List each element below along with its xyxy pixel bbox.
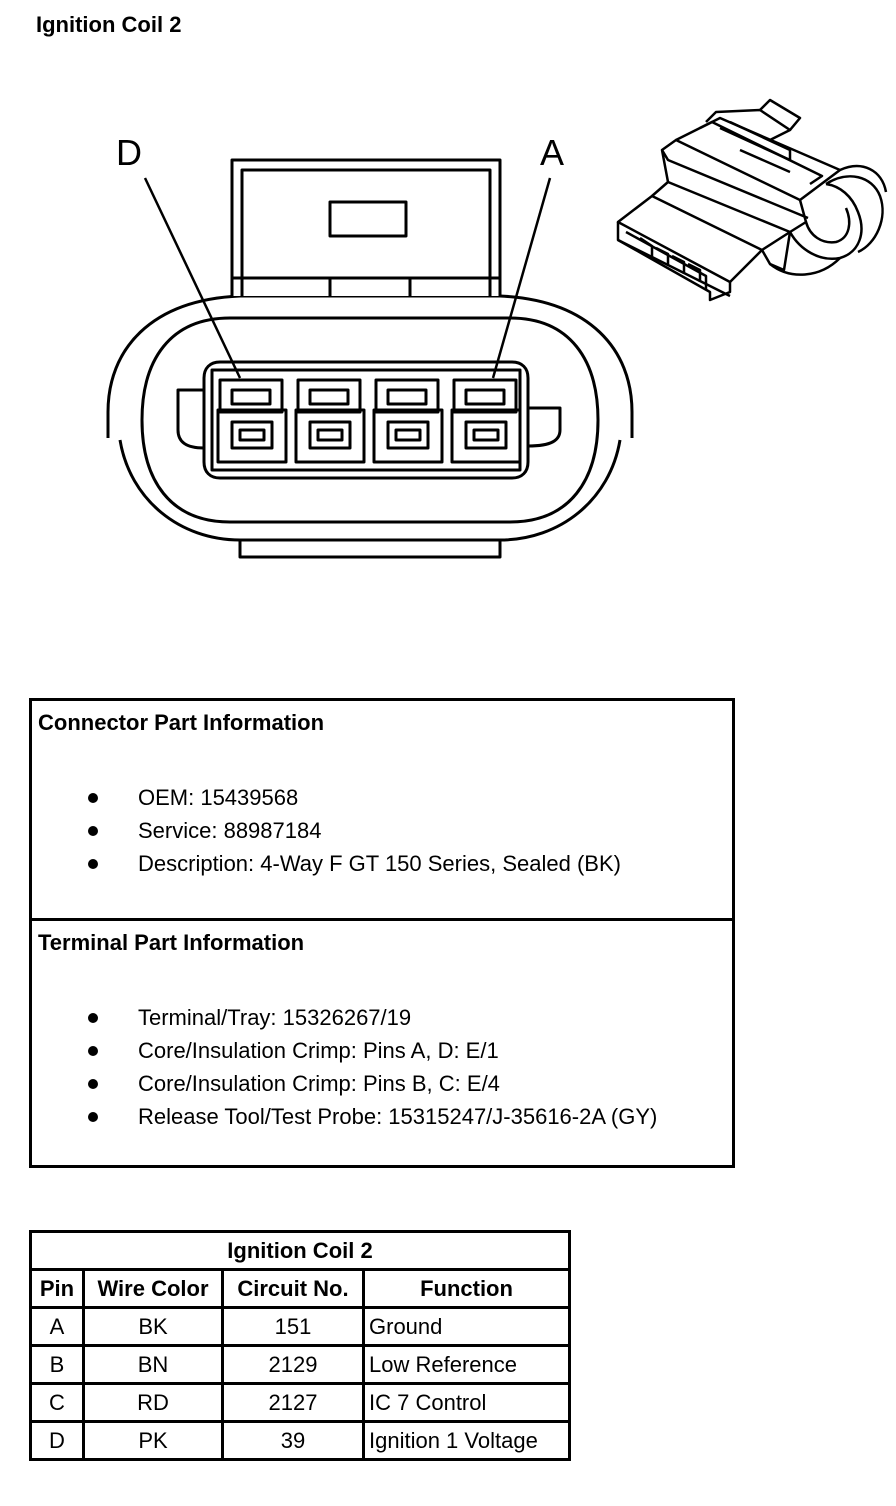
pin-cell: A	[29, 1306, 85, 1347]
leader-line-d	[143, 177, 242, 379]
table-title-row: Ignition Coil 2	[29, 1230, 571, 1271]
bullet-icon	[88, 826, 98, 836]
function-cell: IC 7 Control	[362, 1382, 571, 1423]
list-item: Terminal/Tray: 15326267/19	[84, 1001, 657, 1034]
connector-isometric-view	[616, 98, 888, 302]
connector-info-heading: Connector Part Information	[38, 710, 325, 735]
page-title: Ignition Coil 2	[36, 12, 182, 37]
function-cell: Ignition 1 Voltage	[362, 1420, 571, 1461]
column-header-pin: Pin	[29, 1268, 85, 1309]
circuit-no-cell: 39	[221, 1420, 365, 1461]
wire-color-cell: BK	[82, 1306, 224, 1347]
table-row: C RD 2127 IC 7 Control	[29, 1382, 571, 1423]
bullet-icon	[88, 1079, 98, 1089]
wire-color-cell: RD	[82, 1382, 224, 1423]
list-item-text: Description: 4-Way F GT 150 Series, Seal…	[138, 851, 621, 876]
bullet-icon	[88, 793, 98, 803]
list-item-text: Core/Insulation Crimp: Pins A, D: E/1	[138, 1038, 499, 1063]
pin-label-a: A	[540, 132, 564, 173]
column-header-circuit-no: Circuit No.	[221, 1268, 365, 1309]
connector-front-view	[106, 158, 634, 560]
column-header-function: Function	[362, 1268, 571, 1309]
bullet-icon	[88, 1013, 98, 1023]
bullet-icon	[88, 1046, 98, 1056]
wire-color-cell: PK	[82, 1420, 224, 1461]
terminal-b	[372, 378, 444, 464]
table-title: Ignition Coil 2	[29, 1230, 571, 1271]
terminal-a	[450, 378, 522, 464]
list-item-text: Terminal/Tray: 15326267/19	[138, 1005, 412, 1030]
list-item: Core/Insulation Crimp: Pins A, D: E/1	[84, 1034, 657, 1067]
terminal-d	[216, 378, 288, 464]
list-item-text: Core/Insulation Crimp: Pins B, C: E/4	[138, 1071, 500, 1096]
terminal-info-heading: Terminal Part Information	[38, 930, 305, 955]
bullet-icon	[88, 1112, 98, 1122]
wire-color-cell: BN	[82, 1344, 224, 1385]
list-item: Release Tool/Test Probe: 15315247/J-3561…	[84, 1100, 657, 1133]
part-info-box: Connector Part Information OEM: 15439568…	[29, 698, 735, 1168]
leader-line-a	[491, 177, 552, 379]
list-item-text: Release Tool/Test Probe: 15315247/J-3561…	[138, 1104, 658, 1129]
table-row: A BK 151 Ground	[29, 1306, 571, 1347]
function-cell: Low Reference	[362, 1344, 571, 1385]
connector-diagram: D A	[106, 98, 888, 560]
list-item: Service: 88987184	[84, 814, 621, 847]
pin-table: Ignition Coil 2 Pin Wire Color Circuit N…	[29, 1230, 571, 1461]
circuit-no-cell: 2129	[221, 1344, 365, 1385]
list-item-text: Service: 88987184	[138, 818, 322, 843]
column-header-wire-color: Wire Color	[82, 1268, 224, 1309]
circuit-no-cell: 151	[221, 1306, 365, 1347]
table-row: B BN 2129 Low Reference	[29, 1344, 571, 1385]
terminal-part-info: Terminal Part Information Terminal/Tray:…	[32, 921, 732, 1165]
pin-cell: D	[29, 1420, 85, 1461]
list-item: Core/Insulation Crimp: Pins B, C: E/4	[84, 1067, 657, 1100]
pin-cell: B	[29, 1344, 85, 1385]
circuit-no-cell: 2127	[221, 1382, 365, 1423]
list-item: Description: 4-Way F GT 150 Series, Seal…	[84, 847, 621, 880]
terminal-c	[294, 378, 366, 464]
pin-cell: C	[29, 1382, 85, 1423]
table-header-row: Pin Wire Color Circuit No. Function	[29, 1268, 571, 1309]
list-item: OEM: 15439568	[84, 781, 621, 814]
connector-part-info: Connector Part Information OEM: 15439568…	[32, 701, 732, 921]
function-cell: Ground	[362, 1306, 571, 1347]
bullet-icon	[88, 859, 98, 869]
terminal-info-list: Terminal/Tray: 15326267/19 Core/Insulati…	[84, 1001, 657, 1133]
pin-label-d: D	[116, 132, 142, 173]
list-item-text: OEM: 15439568	[138, 785, 299, 810]
table-row: D PK 39 Ignition 1 Voltage	[29, 1420, 571, 1461]
connector-info-list: OEM: 15439568 Service: 88987184 Descript…	[84, 781, 621, 880]
